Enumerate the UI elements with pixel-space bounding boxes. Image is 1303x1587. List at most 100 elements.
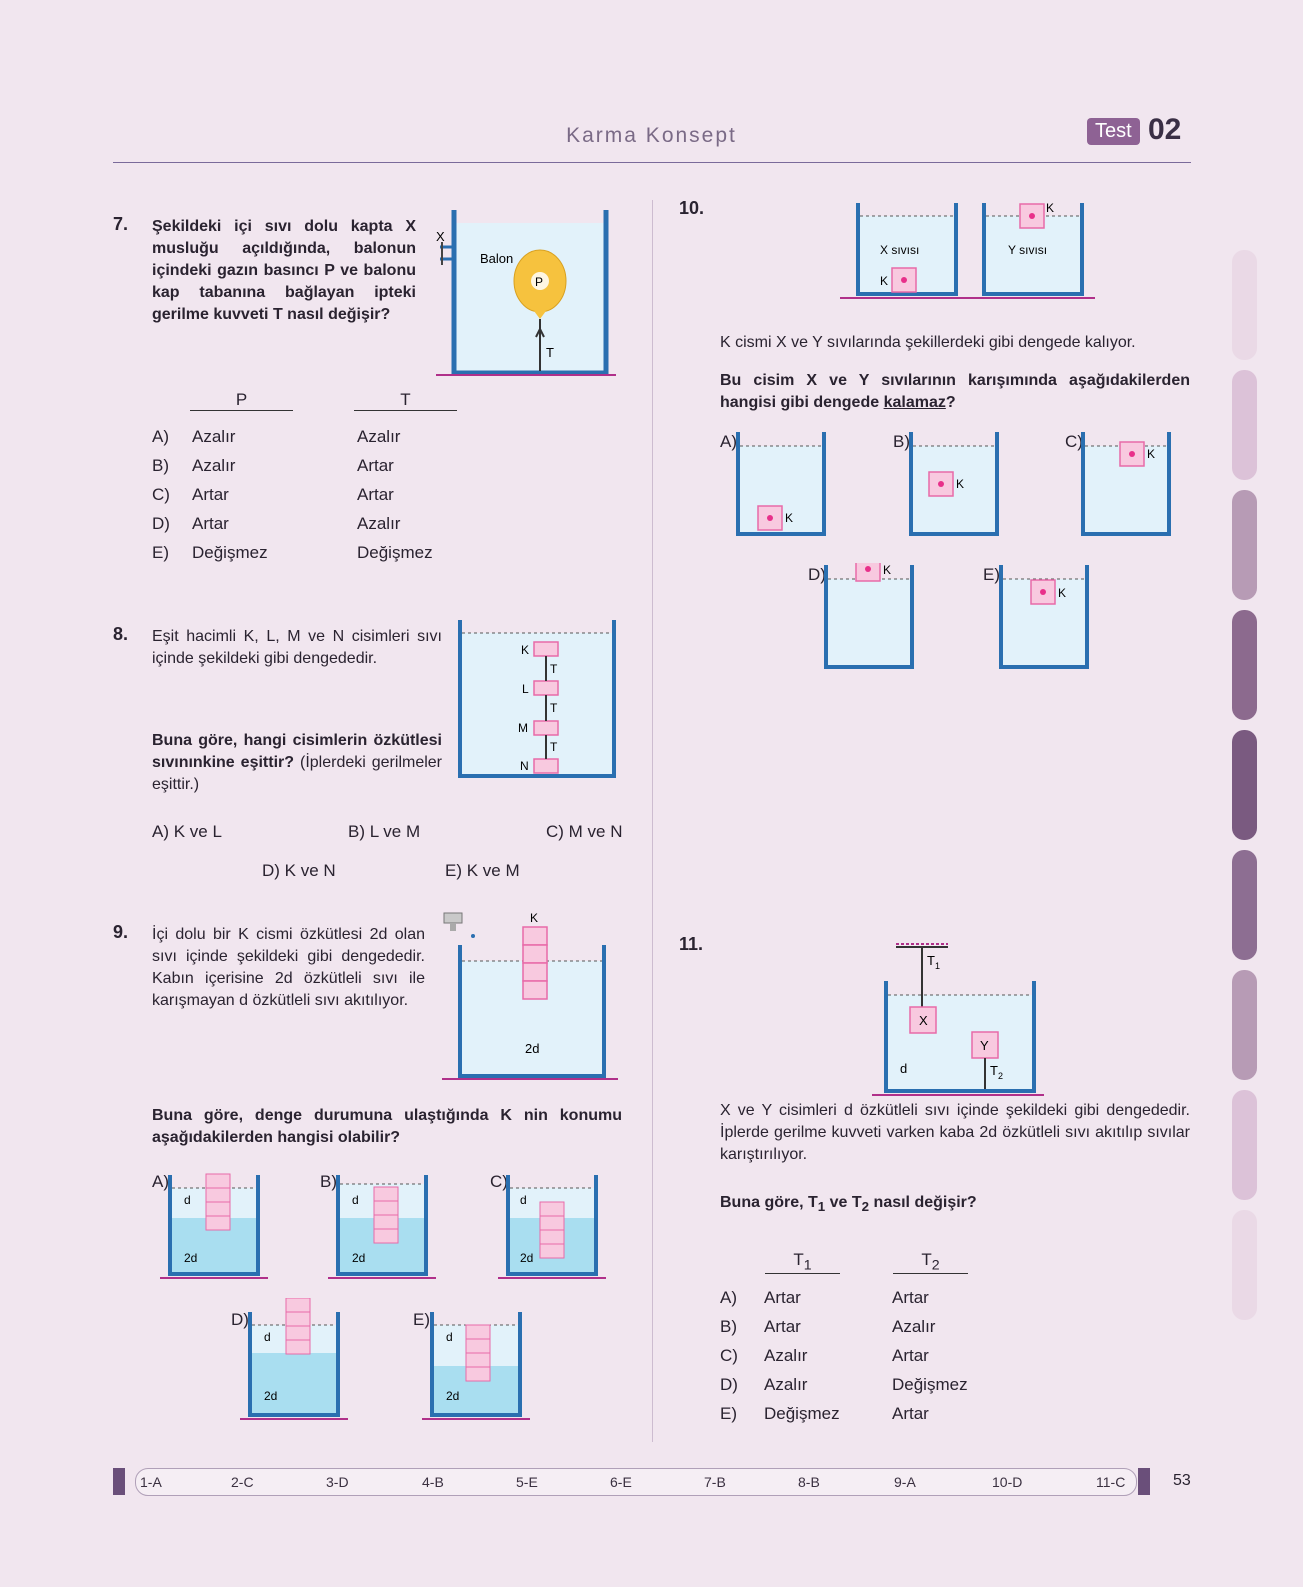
liquid-2d-label: 2d: [446, 1389, 459, 1403]
t1-letter: T: [927, 953, 935, 968]
q7-option-t-value[interactable]: Artar: [357, 456, 394, 475]
answer-key-item: 10-D: [992, 1474, 1023, 1490]
q11-option-t1-value[interactable]: Değişmez: [764, 1404, 840, 1423]
object-y-label: Y: [980, 1038, 989, 1053]
q11-option-letter[interactable]: A): [720, 1288, 737, 1307]
q10-option-e-label[interactable]: E): [983, 565, 1000, 584]
q11-col-t1-letter: T: [793, 1250, 804, 1269]
q8-option-b[interactable]: B) L ve M: [348, 822, 421, 841]
q8-option-e[interactable]: E) K ve M: [445, 861, 520, 880]
question-7-text: Şekildeki içi sıvı dolu kapta X musluğu …: [152, 218, 416, 323]
q11-option-t1-value[interactable]: Artar: [764, 1288, 801, 1307]
answer-key-item: 6-E: [610, 1474, 632, 1490]
question-8-question: Buna göre, hangi cisimlerin özkütlesi sı…: [152, 730, 442, 796]
q11-option-t1-value[interactable]: Artar: [764, 1317, 801, 1336]
q10-option-a-label[interactable]: A): [720, 432, 737, 451]
liquid-y-label: Y sıvısı: [1008, 243, 1047, 257]
side-tab[interactable]: [1232, 850, 1257, 960]
side-tab[interactable]: [1232, 730, 1257, 840]
q11-option-t1-value[interactable]: Azalır: [764, 1346, 808, 1365]
q11-option-t2-value[interactable]: Azalır: [892, 1317, 936, 1336]
q7-option-p-value[interactable]: Azalır: [192, 427, 236, 446]
answer-key-item: 8-B: [798, 1474, 820, 1490]
page-header-title: Karma Konsept: [566, 124, 737, 147]
q11-option-t1-value[interactable]: Azalır: [764, 1375, 808, 1394]
q11-q-sub2: 2: [861, 1199, 870, 1215]
q11-option-t2-value[interactable]: Artar: [892, 1404, 929, 1423]
q9-option-e-figure[interactable]: d 2d: [420, 1298, 535, 1428]
q10-option-c-label[interactable]: C): [1065, 432, 1083, 451]
side-tab[interactable]: [1232, 970, 1257, 1080]
liquid-d-label: d: [264, 1330, 271, 1344]
q7-option-letter[interactable]: E): [152, 543, 169, 562]
q7-option-p-value[interactable]: Artar: [192, 514, 229, 533]
liquid-2d-label: 2d: [184, 1251, 197, 1265]
q11-option-letter[interactable]: D): [720, 1375, 738, 1394]
q11-option-t2-value[interactable]: Değişmez: [892, 1375, 968, 1394]
answer-key-item: 7-B: [704, 1474, 726, 1490]
object-x-label: X: [919, 1013, 928, 1028]
q10-option-b-label[interactable]: B): [893, 432, 910, 451]
q10-option-b-figure[interactable]: K: [908, 430, 1008, 540]
column-divider: [652, 200, 653, 1442]
q7-option-t-value[interactable]: Değişmez: [357, 543, 433, 562]
q10-option-d-figure[interactable]: K: [823, 563, 923, 673]
q9-option-a-label[interactable]: A): [152, 1172, 169, 1191]
q7-option-letter[interactable]: B): [152, 456, 169, 475]
side-tab[interactable]: [1232, 370, 1257, 480]
footer-right-marker: [1138, 1468, 1150, 1495]
question-10-question: Bu cisim X ve Y sıvılarının karışımında …: [720, 370, 1190, 414]
side-tab[interactable]: [1232, 490, 1257, 600]
q9-option-a-figure[interactable]: d 2d: [158, 1170, 273, 1286]
q11-option-letter[interactable]: B): [720, 1317, 737, 1336]
q8-option-d[interactable]: D) K ve N: [262, 861, 336, 880]
test-badge: Test: [1087, 118, 1140, 145]
object-k-label: K: [530, 911, 538, 925]
q10-option-c-figure[interactable]: K: [1080, 430, 1180, 540]
liquid-d-label: d: [520, 1193, 527, 1207]
side-tab[interactable]: [1232, 250, 1257, 360]
q7-option-letter[interactable]: C): [152, 485, 170, 504]
q9-option-b-label[interactable]: B): [320, 1172, 337, 1191]
q9-option-d-figure[interactable]: d 2d: [238, 1298, 353, 1428]
q7-option-t-value[interactable]: Azalır: [357, 427, 401, 446]
liquid-d-label: d: [184, 1193, 191, 1207]
string-t-label: T: [550, 701, 558, 715]
q11-col-t1-header: T1: [765, 1250, 840, 1275]
question-10-figure: X sıvısı K Y sıvısı K: [840, 201, 1095, 299]
side-tab[interactable]: [1232, 1090, 1257, 1200]
q7-option-t-value[interactable]: Artar: [357, 485, 394, 504]
q7-option-p-value[interactable]: Azalır: [192, 456, 236, 475]
q11-q-part1: Buna göre, T: [720, 1194, 818, 1211]
q8-note: (İplerdeki gerilmeler eşittir.): [152, 754, 443, 793]
side-tab[interactable]: [1232, 1210, 1257, 1320]
q9-option-c-label[interactable]: C): [490, 1172, 508, 1191]
q9-option-d-label[interactable]: D): [231, 1310, 249, 1329]
q7-option-t-value[interactable]: Azalır: [357, 514, 401, 533]
q10-option-e-figure[interactable]: K: [998, 563, 1098, 673]
q7-option-letter[interactable]: D): [152, 514, 170, 533]
q10-option-a-figure[interactable]: K: [735, 430, 835, 540]
q10-question-part1: Bu cisim X ve Y sıvılarının karışımında …: [720, 372, 1190, 411]
q11-option-letter[interactable]: C): [720, 1346, 738, 1365]
q10-option-d-label[interactable]: D): [808, 565, 826, 584]
q11-option-letter[interactable]: E): [720, 1404, 737, 1423]
question-9-number: 9.: [113, 922, 129, 942]
q9-option-b-figure[interactable]: d 2d: [326, 1170, 441, 1286]
t1-subscript: 1: [935, 961, 940, 971]
footer-left-marker: [113, 1468, 125, 1495]
q9-option-c-figure[interactable]: d 2d: [496, 1170, 611, 1286]
side-tab[interactable]: [1232, 610, 1257, 720]
q11-option-t2-value[interactable]: Artar: [892, 1346, 929, 1365]
q7-option-p-value[interactable]: Artar: [192, 485, 229, 504]
q8-question-bold: Buna göre, hangi cisimlerin özkütlesi sı…: [152, 732, 442, 771]
q9-option-e-label[interactable]: E): [413, 1310, 430, 1329]
q8-option-c[interactable]: C) M ve N: [546, 822, 623, 841]
q11-option-t2-value[interactable]: Artar: [892, 1288, 929, 1307]
string-t-label: T: [550, 740, 558, 754]
q7-option-p-value[interactable]: Değişmez: [192, 543, 268, 562]
question-8-number: 8.: [113, 624, 129, 644]
q7-option-letter[interactable]: A): [152, 427, 169, 446]
q8-option-a[interactable]: A) K ve L: [152, 822, 222, 841]
